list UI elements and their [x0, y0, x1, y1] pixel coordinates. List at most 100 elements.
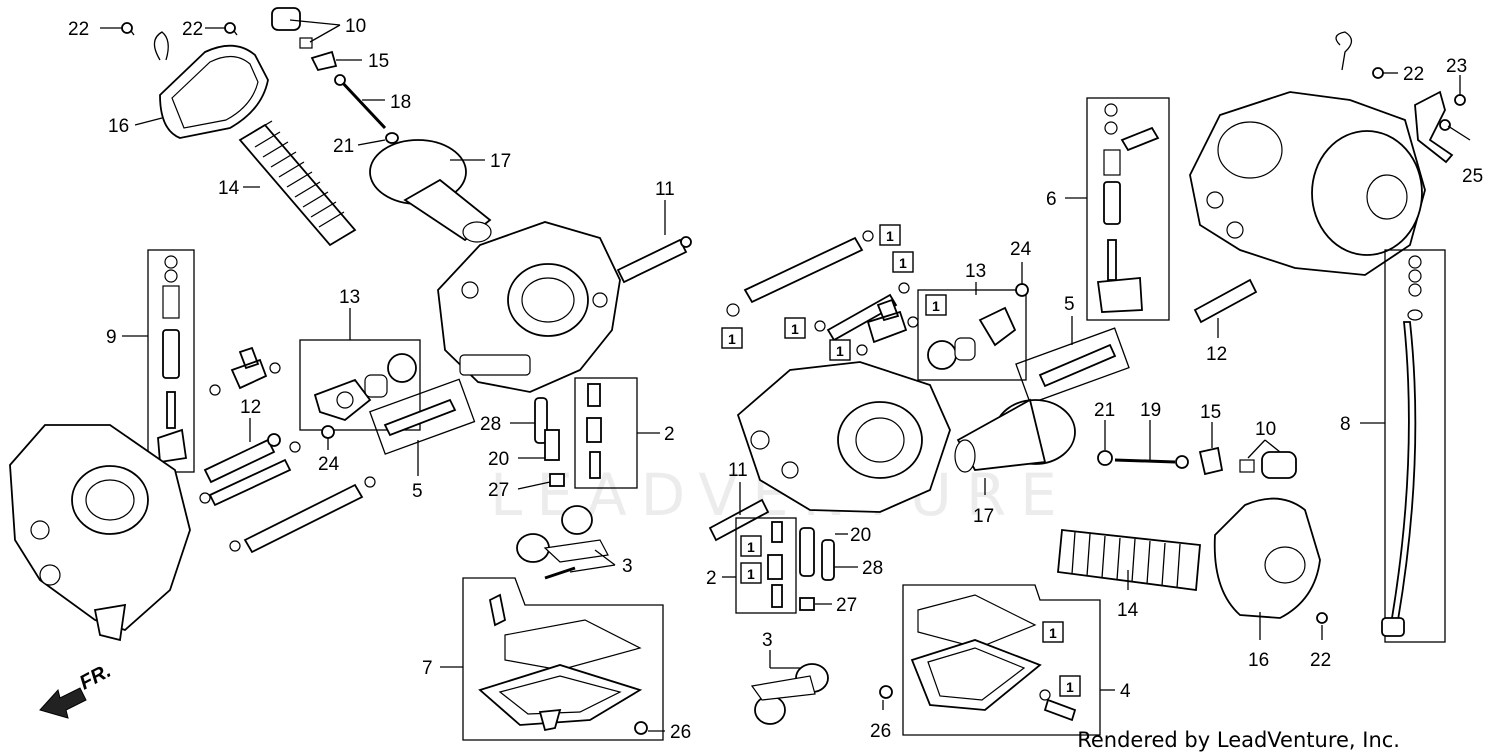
oring-part [289, 441, 301, 453]
jet-needle [1114, 455, 1189, 469]
carburetor-top-cover [153, 31, 269, 139]
carburetor-body [437, 221, 621, 393]
callout-label: 18 [390, 92, 411, 113]
oring-part [862, 230, 874, 242]
bracket-part [1414, 90, 1454, 164]
washer-part [1097, 450, 1113, 466]
reference-mark: 1 [791, 321, 799, 337]
cap-part [271, 7, 313, 49]
screw-part [321, 425, 335, 439]
callout-label: 26 [870, 721, 891, 742]
reference-mark: 1 [1049, 625, 1057, 641]
carburetor-body [1189, 91, 1426, 276]
callout-label: 13 [339, 287, 360, 308]
jet-part [544, 429, 560, 461]
callout-label: 12 [240, 397, 261, 418]
callout-label: 21 [1094, 400, 1115, 421]
vacuum-piston [954, 398, 1076, 473]
callout-label: 24 [318, 454, 340, 475]
jet-parts [767, 521, 783, 608]
callout-label: 15 [1200, 402, 1221, 423]
carburetor-body [736, 361, 951, 513]
oring-part [856, 344, 868, 356]
screw-part [1454, 94, 1466, 106]
callout-label: 16 [1248, 650, 1269, 671]
credit-text: Rendered by LeadVenture, Inc. [1077, 728, 1400, 752]
reference-mark: 1 [836, 343, 844, 359]
spring-part [1057, 529, 1201, 592]
reference-mark: 1 [747, 539, 755, 555]
callout-label: 21 [333, 136, 354, 157]
kit-box [1015, 327, 1130, 405]
screw-part [121, 22, 238, 36]
adjusting-screw [203, 438, 276, 484]
callout-label: 20 [488, 449, 509, 470]
callout-label: 16 [108, 116, 129, 137]
kit-box [1086, 97, 1170, 321]
fuel-tube [243, 483, 364, 554]
callout-label: 26 [670, 722, 691, 743]
callout-label: 3 [622, 556, 633, 577]
callout-label: 2 [664, 424, 675, 445]
float-bowl [910, 594, 1042, 711]
callout-label: 19 [1140, 400, 1161, 421]
oring-part [199, 492, 211, 504]
float-valve-parts [1096, 103, 1160, 313]
adjusting-screw [1193, 278, 1258, 324]
clip-part [1335, 31, 1353, 71]
callout-label: 22 [68, 19, 89, 40]
callout-label: 5 [412, 481, 423, 502]
reference-mark: 1 [932, 298, 940, 314]
pump-cover [313, 353, 417, 422]
callout-label: 17 [973, 506, 994, 527]
kit-box [735, 517, 797, 614]
pump-rod [1038, 343, 1117, 388]
oring-part [726, 303, 740, 317]
callout-label: 6 [1046, 189, 1057, 210]
screw-part [1439, 119, 1451, 131]
screw-part [1043, 698, 1077, 722]
jet-parts [586, 383, 602, 479]
float-bowl [478, 593, 643, 732]
callout-label: 22 [1403, 64, 1424, 85]
drain-tube [1381, 255, 1423, 637]
drain-screw [879, 685, 893, 699]
washer-part [385, 132, 399, 144]
reference-mark: 1 [1066, 679, 1074, 695]
callout-label: 27 [836, 595, 857, 616]
jet-needle [334, 74, 387, 130]
callout-label: 23 [1446, 56, 1467, 77]
callout-label: 9 [106, 327, 117, 348]
cap-part [1261, 451, 1297, 479]
float-valve-parts [157, 255, 188, 464]
callout-label: 10 [1255, 419, 1276, 440]
callout-label: 8 [1340, 414, 1351, 435]
float-part [516, 505, 609, 580]
callout-label: 28 [480, 414, 501, 435]
kit-box [462, 577, 664, 741]
kit-box [902, 584, 1101, 736]
fuel-tube [208, 458, 292, 507]
float-part [750, 663, 829, 725]
kit-box [917, 289, 1027, 381]
kit-box [299, 339, 421, 431]
callout-label: 2 [706, 568, 717, 589]
callout-label: 14 [218, 178, 240, 199]
kit-box [369, 378, 476, 455]
front-direction-arrow [39, 687, 87, 719]
reference-mark: 1 [899, 255, 907, 271]
callout-label: 28 [862, 558, 883, 579]
leader-lines [100, 19, 1471, 732]
clip-part [310, 50, 338, 72]
carburetor-body [9, 424, 191, 642]
oring-part [907, 316, 919, 328]
callout-label: 11 [655, 179, 675, 200]
callout-label: 22 [182, 19, 203, 40]
pilot-screw [616, 236, 692, 284]
reference-mark: 1 [886, 228, 894, 244]
oring-part [269, 362, 281, 374]
callout-label: 27 [488, 480, 509, 501]
callout-label: 11 [728, 460, 748, 481]
callout-label: 25 [1462, 166, 1483, 187]
